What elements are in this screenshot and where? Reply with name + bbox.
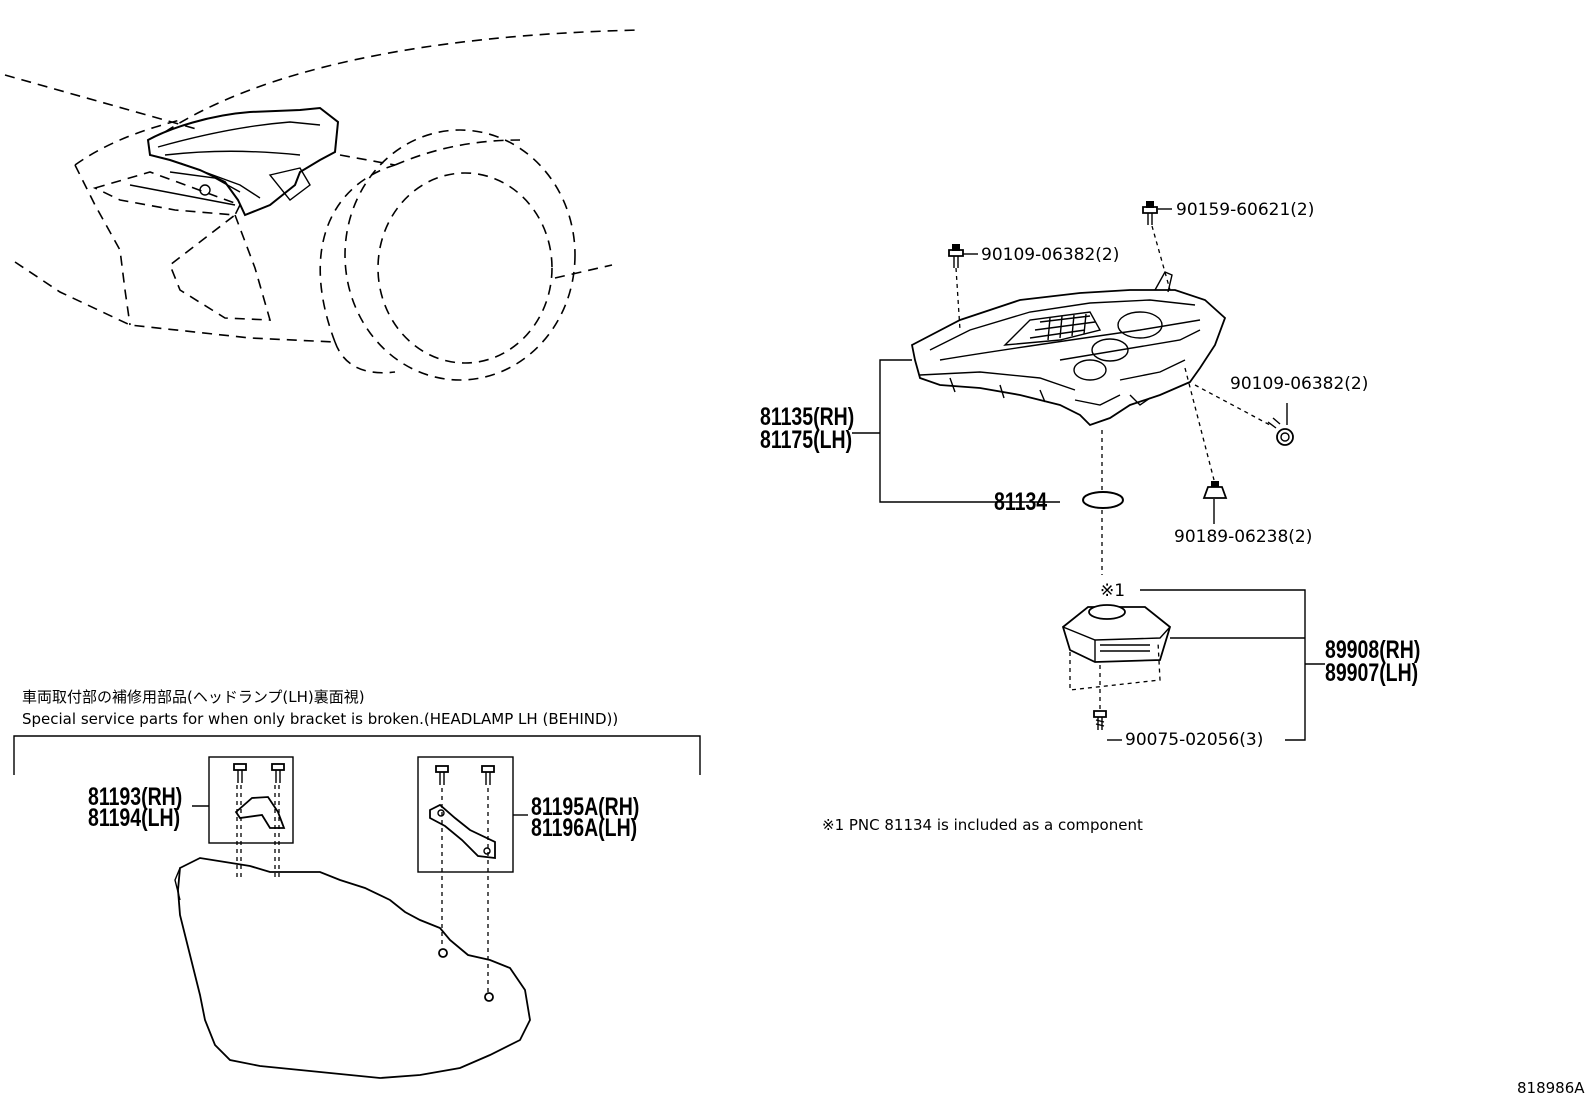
car-front-illustration <box>4 29 641 381</box>
screw-90075-icon <box>1093 710 1107 730</box>
clip-90189-icon <box>1202 481 1228 499</box>
bracket-box-81193 <box>208 756 294 844</box>
bracket-inset: 車両取付部の補修用部品(ヘッドランプ(LH)裏面視) Special servi… <box>13 688 701 1079</box>
label-p14: 81196A(LH) <box>531 814 637 842</box>
label-p9: 89907(LH) <box>1325 659 1418 687</box>
label-p3: 90109-06382(2) <box>1230 374 1368 394</box>
bracket-81195a-icon <box>429 803 496 860</box>
label-p2: 90109-06382(2) <box>981 245 1119 265</box>
headlamp-rear-outline <box>177 857 531 1079</box>
bolt-90109-top-icon <box>948 244 964 268</box>
label-p10: 90075-02056(3) <box>1125 730 1263 750</box>
inset-title-en: Special service parts for when only brac… <box>22 710 618 728</box>
label-p13: 81195A(RH) <box>531 793 639 821</box>
label-p7: 81134 <box>994 488 1048 516</box>
label-p4: 90189-06238(2) <box>1174 527 1312 547</box>
label-p11: 81193(RH) <box>88 783 182 811</box>
footnote: ※1 PNC 81134 is included as a component <box>822 816 1143 834</box>
label-p5: 81135(RH) <box>760 403 854 431</box>
ballast-89908-icon <box>1061 604 1172 663</box>
bolt-90159-icon <box>1142 201 1158 225</box>
bolt-90109-right-icon <box>1267 417 1294 446</box>
bracket-81193-icon <box>234 796 286 829</box>
label-p8: 89908(RH) <box>1325 636 1420 664</box>
assembly-lines <box>955 225 1271 710</box>
bracket-screw-icon <box>233 763 495 785</box>
label-p12: 81194(LH) <box>88 804 180 832</box>
label-p6: 81175(LH) <box>760 426 852 454</box>
leader-lines <box>852 208 1325 741</box>
part-labels: 90159-60621(2) 90109-06382(2) 90109-0638… <box>760 200 1420 750</box>
label-p1: 90159-60621(2) <box>1176 200 1314 220</box>
oring-81134-icon <box>1082 491 1124 509</box>
diagram-code: 818986A <box>1517 1079 1585 1097</box>
headlamp-assembly <box>910 271 1227 427</box>
inset-title-jp: 車両取付部の補修用部品(ヘッドランプ(LH)裏面視) <box>22 688 365 706</box>
component-marker: ※1 <box>1100 581 1125 601</box>
